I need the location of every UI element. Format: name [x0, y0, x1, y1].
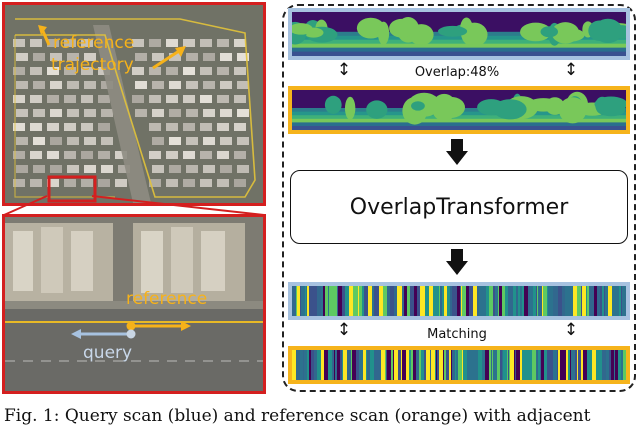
- crop-region-box: [47, 175, 97, 203]
- street-crop-image: [5, 217, 263, 391]
- reference-range-plot: [292, 90, 626, 130]
- matching-arrow-right-icon: ↕: [563, 320, 579, 340]
- query-range-plot: [292, 12, 626, 56]
- aerial-trajectory-label: trajectory: [51, 55, 134, 75]
- matching-label: Matching: [427, 327, 487, 342]
- street-reference-label: reference: [126, 289, 208, 309]
- down-arrow-icon-2: [446, 249, 468, 275]
- query-descriptor-barcode: [292, 286, 626, 316]
- down-arrow-icon: [446, 139, 468, 165]
- overlaptransformer-box: OverlapTransformer: [290, 170, 628, 244]
- aerial-map-panel: reference trajectory: [2, 2, 266, 206]
- overlap-arrow-left-icon: ↕: [336, 60, 352, 80]
- street-crop-panel: reference query: [2, 214, 266, 394]
- matching-arrow-left-icon: ↕: [336, 320, 352, 340]
- street-query-label: query: [83, 343, 133, 363]
- pipeline-frame: [282, 4, 636, 392]
- overlap-arrow-right-icon: ↕: [563, 60, 579, 80]
- reference-range-image: [288, 86, 630, 134]
- overlap-label: Overlap:48%: [414, 65, 500, 80]
- figure-caption: Fig. 1: Query scan (blue) and reference …: [4, 406, 591, 426]
- model-name: OverlapTransformer: [349, 194, 569, 220]
- aerial-reference-label: reference: [53, 33, 135, 53]
- reference-descriptor: [288, 346, 630, 384]
- query-range-image: [288, 8, 630, 60]
- reference-descriptor-barcode: [292, 350, 626, 380]
- query-descriptor: [288, 282, 630, 320]
- aerial-map-image: [5, 5, 263, 203]
